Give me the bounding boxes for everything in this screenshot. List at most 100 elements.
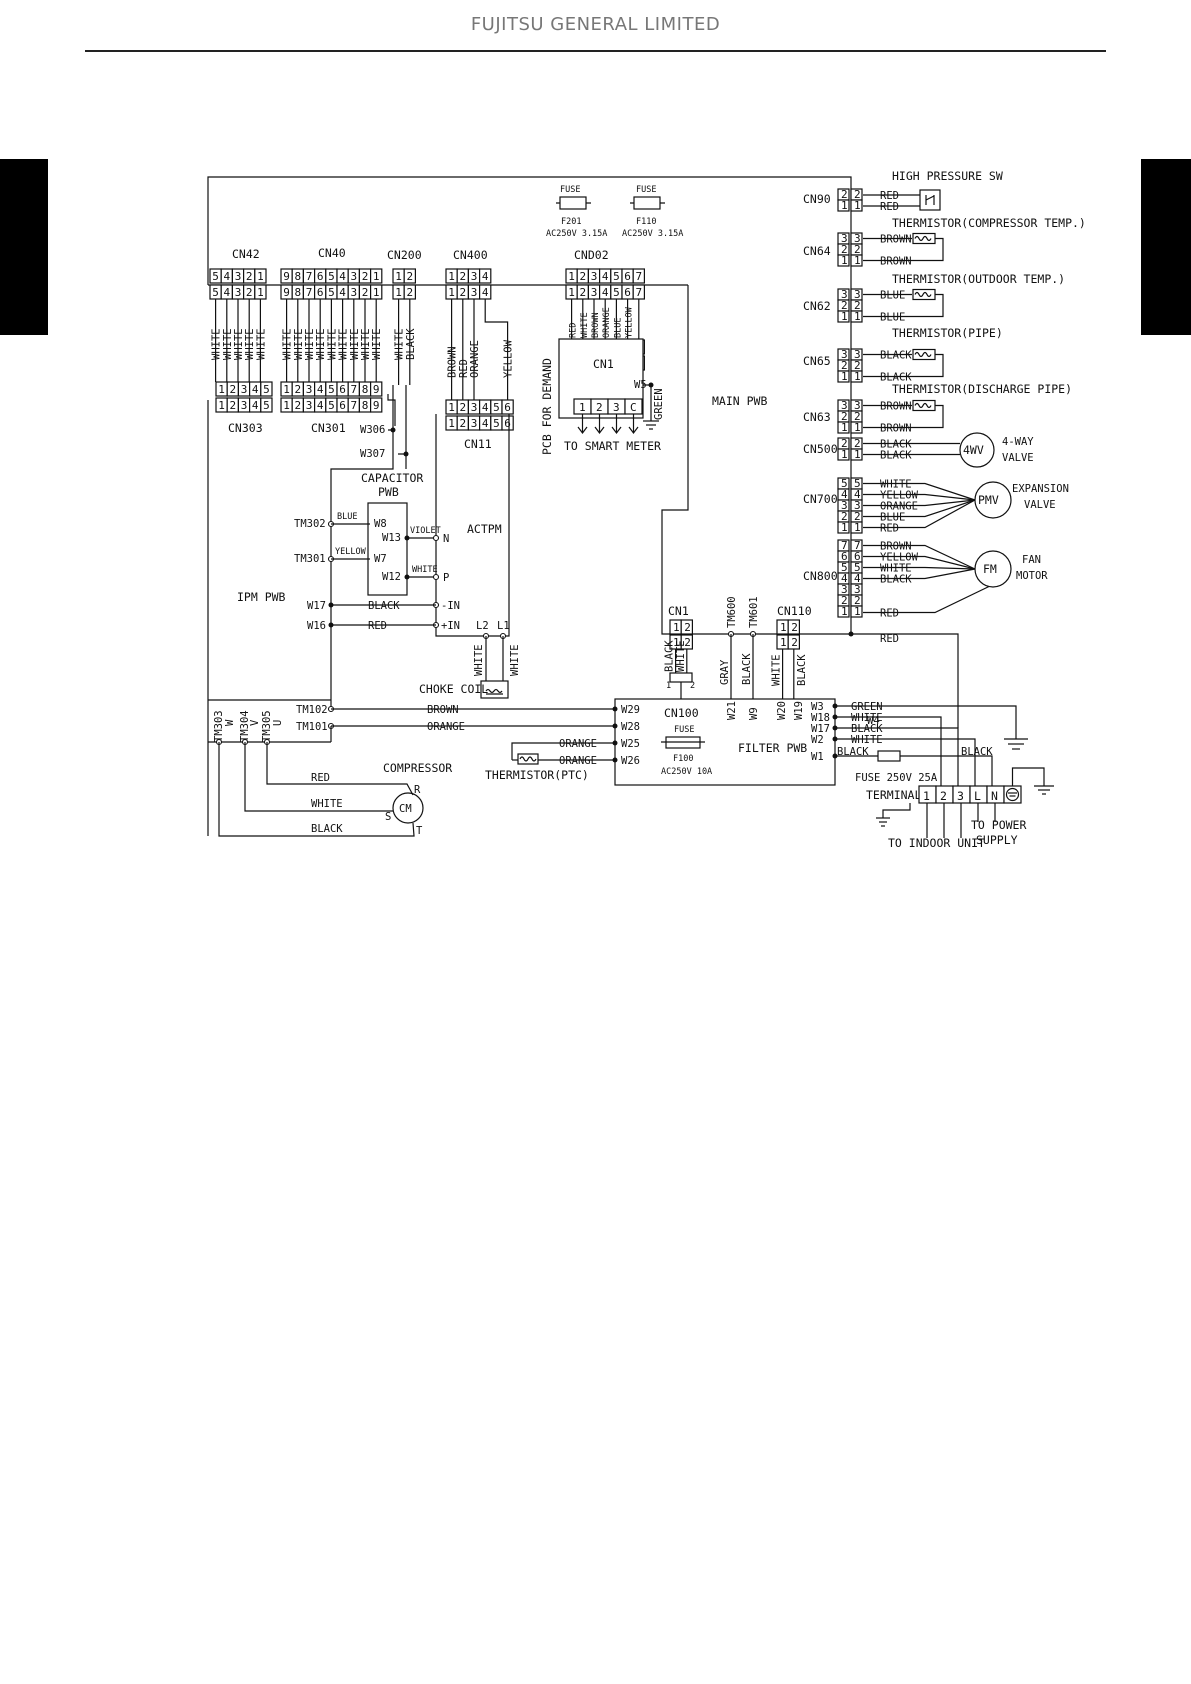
cn303-top-pin: 2 [230,383,237,396]
ipm-pwb-label: IPM PWB [237,590,286,604]
cn400-bottom-pin: 4 [482,286,489,299]
cn500-pin-right: 2 [854,437,861,450]
cn64-pin-left: 1 [841,254,848,267]
cn64-pin-right: 3 [854,232,861,245]
cn500-wire-label: BLACK [880,439,912,451]
cn700-pin-left: 5 [841,477,848,490]
cn11-bottom-pin: 6 [504,417,511,430]
cn40-top-pin: 5 [328,270,335,283]
cn11-top-pin: 3 [471,401,478,414]
cn301-bottom-pin: 6 [339,399,346,412]
cn42-wire-label: WHITE [211,328,223,360]
pmv-label-1: EXPANSION [1012,483,1069,495]
cnd02-top-pin: 4 [602,270,609,283]
fan-motor-label-1: FAN [1022,554,1041,566]
cn64-wire-label: BROWN [880,256,912,268]
cn65-wire-label: BLACK [880,372,912,384]
compressor-red-label: RED [311,772,330,784]
cn110-wire-label: WHITE [771,654,783,686]
w28-label: W28 [621,721,640,733]
cn65-pin-right: 1 [854,370,861,383]
cnd02-top-pin: 6 [624,270,631,283]
w7-label: W7 [374,553,387,565]
ptc-orange-label-2: ORANGE [559,755,597,767]
tm102-label: TM102 [296,704,328,716]
fuse-f110-name: F110 [636,217,656,227]
w1-black-label: BLACK [837,746,869,758]
cn11-top-pin: 1 [448,401,455,414]
cn40-wire-label: WHITE [304,328,316,360]
white-wire-label-cap: WHITE [412,565,438,575]
filter-pwb-box [614,698,836,786]
cn1-filter-label: CN1 [668,604,689,618]
cnd02-bottom-pin: 3 [591,286,598,299]
w8-label: W8 [374,518,387,530]
cn11-bottom-pin: 2 [460,417,467,430]
pmv-symbol: PMV [978,493,999,507]
cn42-top-pin: 3 [235,270,242,283]
tm601-label: TM601 [748,596,760,628]
cnd02-wire-label: YELLOW [625,306,635,338]
to-indoor-label: TO INDOOR UNIT [888,836,985,850]
cn303-top-pin: 3 [241,383,248,396]
header-title: FUJITSU GENERAL LIMITED [470,14,721,35]
cn40-top-pin: 7 [306,270,313,283]
smart-meter-pin: C [630,401,637,414]
cn400-bottom-pin: 1 [448,286,455,299]
cn62-wire-label: BLUE [880,312,905,324]
ground-w5 [643,420,659,430]
cn700-pin-left: 4 [841,488,848,501]
cn42-wire-label: WHITE [222,328,234,360]
cn301-bottom-pin: 1 [283,399,290,412]
4wv-symbol: 4WV [963,443,984,457]
cn64-pin-left: 3 [841,232,848,245]
cn303-bottom-pin: 5 [263,399,270,412]
cnd02-bottom-pin: 2 [580,286,587,299]
cn63-pin-right: 2 [854,410,861,423]
black-wire-label-ipm: BLACK [368,600,400,612]
fuse-f201-rating: AC250V 3.15A [546,229,607,239]
plus-in-terminal: +IN [441,620,460,632]
fuse-f100-name: F100 [673,754,693,764]
cnd02-wire-label: BLUE [613,318,623,338]
cn400-top-pin: 4 [482,270,489,283]
cn11-label: CN11 [464,437,492,451]
cn400-bottom-pin: 2 [460,286,467,299]
cn400-bottom-pin: 3 [471,286,478,299]
w-phase-label: W [224,719,236,726]
cn90-pin-right: 2 [854,188,861,201]
cnd02-bottom-pin: 4 [602,286,609,299]
cn400-wire-label: BROWN [447,346,459,378]
smart-meter-pin: 3 [613,401,620,414]
4wv-valve-icon [959,432,995,468]
cn40-wire-label: WHITE [349,328,361,360]
cn63-pin-left: 2 [841,410,848,423]
cn11-top-pin: 6 [504,401,511,414]
cn400-top-pin: 2 [460,270,467,283]
smart-meter-pin: 2 [596,401,603,414]
filter-right-point-label: W17 [811,723,830,735]
cn63-label: CN63 [803,410,831,424]
cn42-label: CN42 [232,247,260,261]
fuse-f110: FUSE F110 AC250V 3.15A [622,185,683,239]
cn303-bottom-pin: 4 [252,399,259,412]
cn63-wire-label: BROWN [880,401,912,413]
cn42-top-pin: 4 [224,270,231,283]
cn200-wire-label: BLACK [405,328,417,360]
brown-wire-label: BROWN [427,704,459,716]
cn64-pin-left: 2 [841,243,848,256]
l1-label: L1 [497,620,510,632]
cn301-top-pin: 1 [283,383,290,396]
cn65-pin-left: 1 [841,370,848,383]
cn800-pin-left: 5 [841,561,848,574]
ptc-orange-label-1: ORANGE [559,738,597,750]
orange-wire-label: ORANGE [427,721,465,733]
